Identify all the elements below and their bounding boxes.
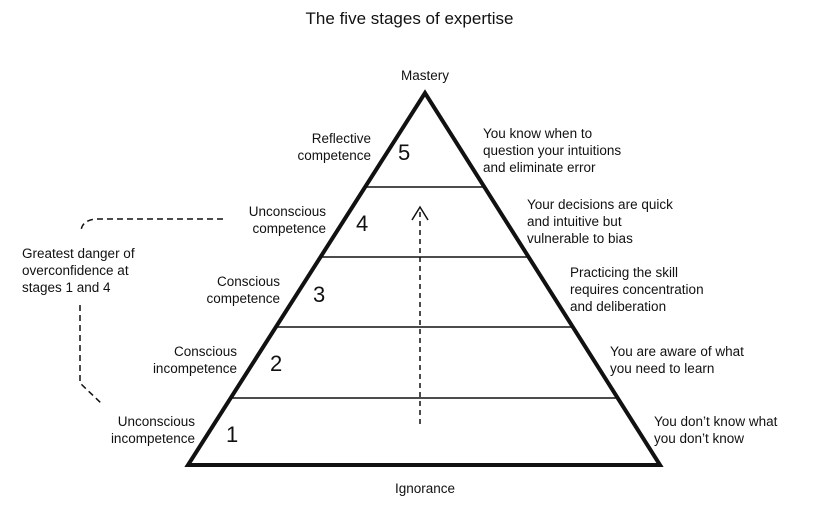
- stage-5-description: You know when to question your intuition…: [483, 126, 622, 175]
- stage-4-name: Unconscious competence: [248, 204, 326, 236]
- ignorance-label: Ignorance: [394, 481, 456, 496]
- stage-5-number: 5: [398, 140, 411, 165]
- pyramid-outline: [184, 89, 664, 467]
- stage-1-name: Unconscious incompetence: [110, 414, 195, 446]
- stage-2-number: 2: [270, 351, 283, 376]
- stage-3-description: Practicing the skill requires concentrat…: [570, 265, 704, 314]
- stage-5-name: Reflective competence: [297, 131, 371, 163]
- stage-3-number: 3: [313, 282, 326, 307]
- stage-4-number: 4: [356, 211, 369, 236]
- stage-1-number: 1: [226, 422, 239, 447]
- danger-bracket-bottom: [79, 305, 104, 406]
- stage-3-name: Conscious competence: [206, 274, 280, 306]
- danger-bracket-top: [80, 218, 223, 233]
- diagram-title: The five stages of expertise: [305, 9, 514, 28]
- stage-1-description: You don’t know what you don’t know: [654, 414, 778, 446]
- mastery-label: Mastery: [400, 68, 449, 83]
- stage-2-description: You are aware of what you need to learn: [610, 344, 744, 376]
- arrow-head-icon: [411, 205, 429, 221]
- stage-2-name: Conscious incompetence: [152, 344, 237, 376]
- danger-note: Greatest danger of overconfidence at sta…: [22, 246, 135, 295]
- stage-4-description: Your decisions are quick and intuitive b…: [527, 197, 673, 246]
